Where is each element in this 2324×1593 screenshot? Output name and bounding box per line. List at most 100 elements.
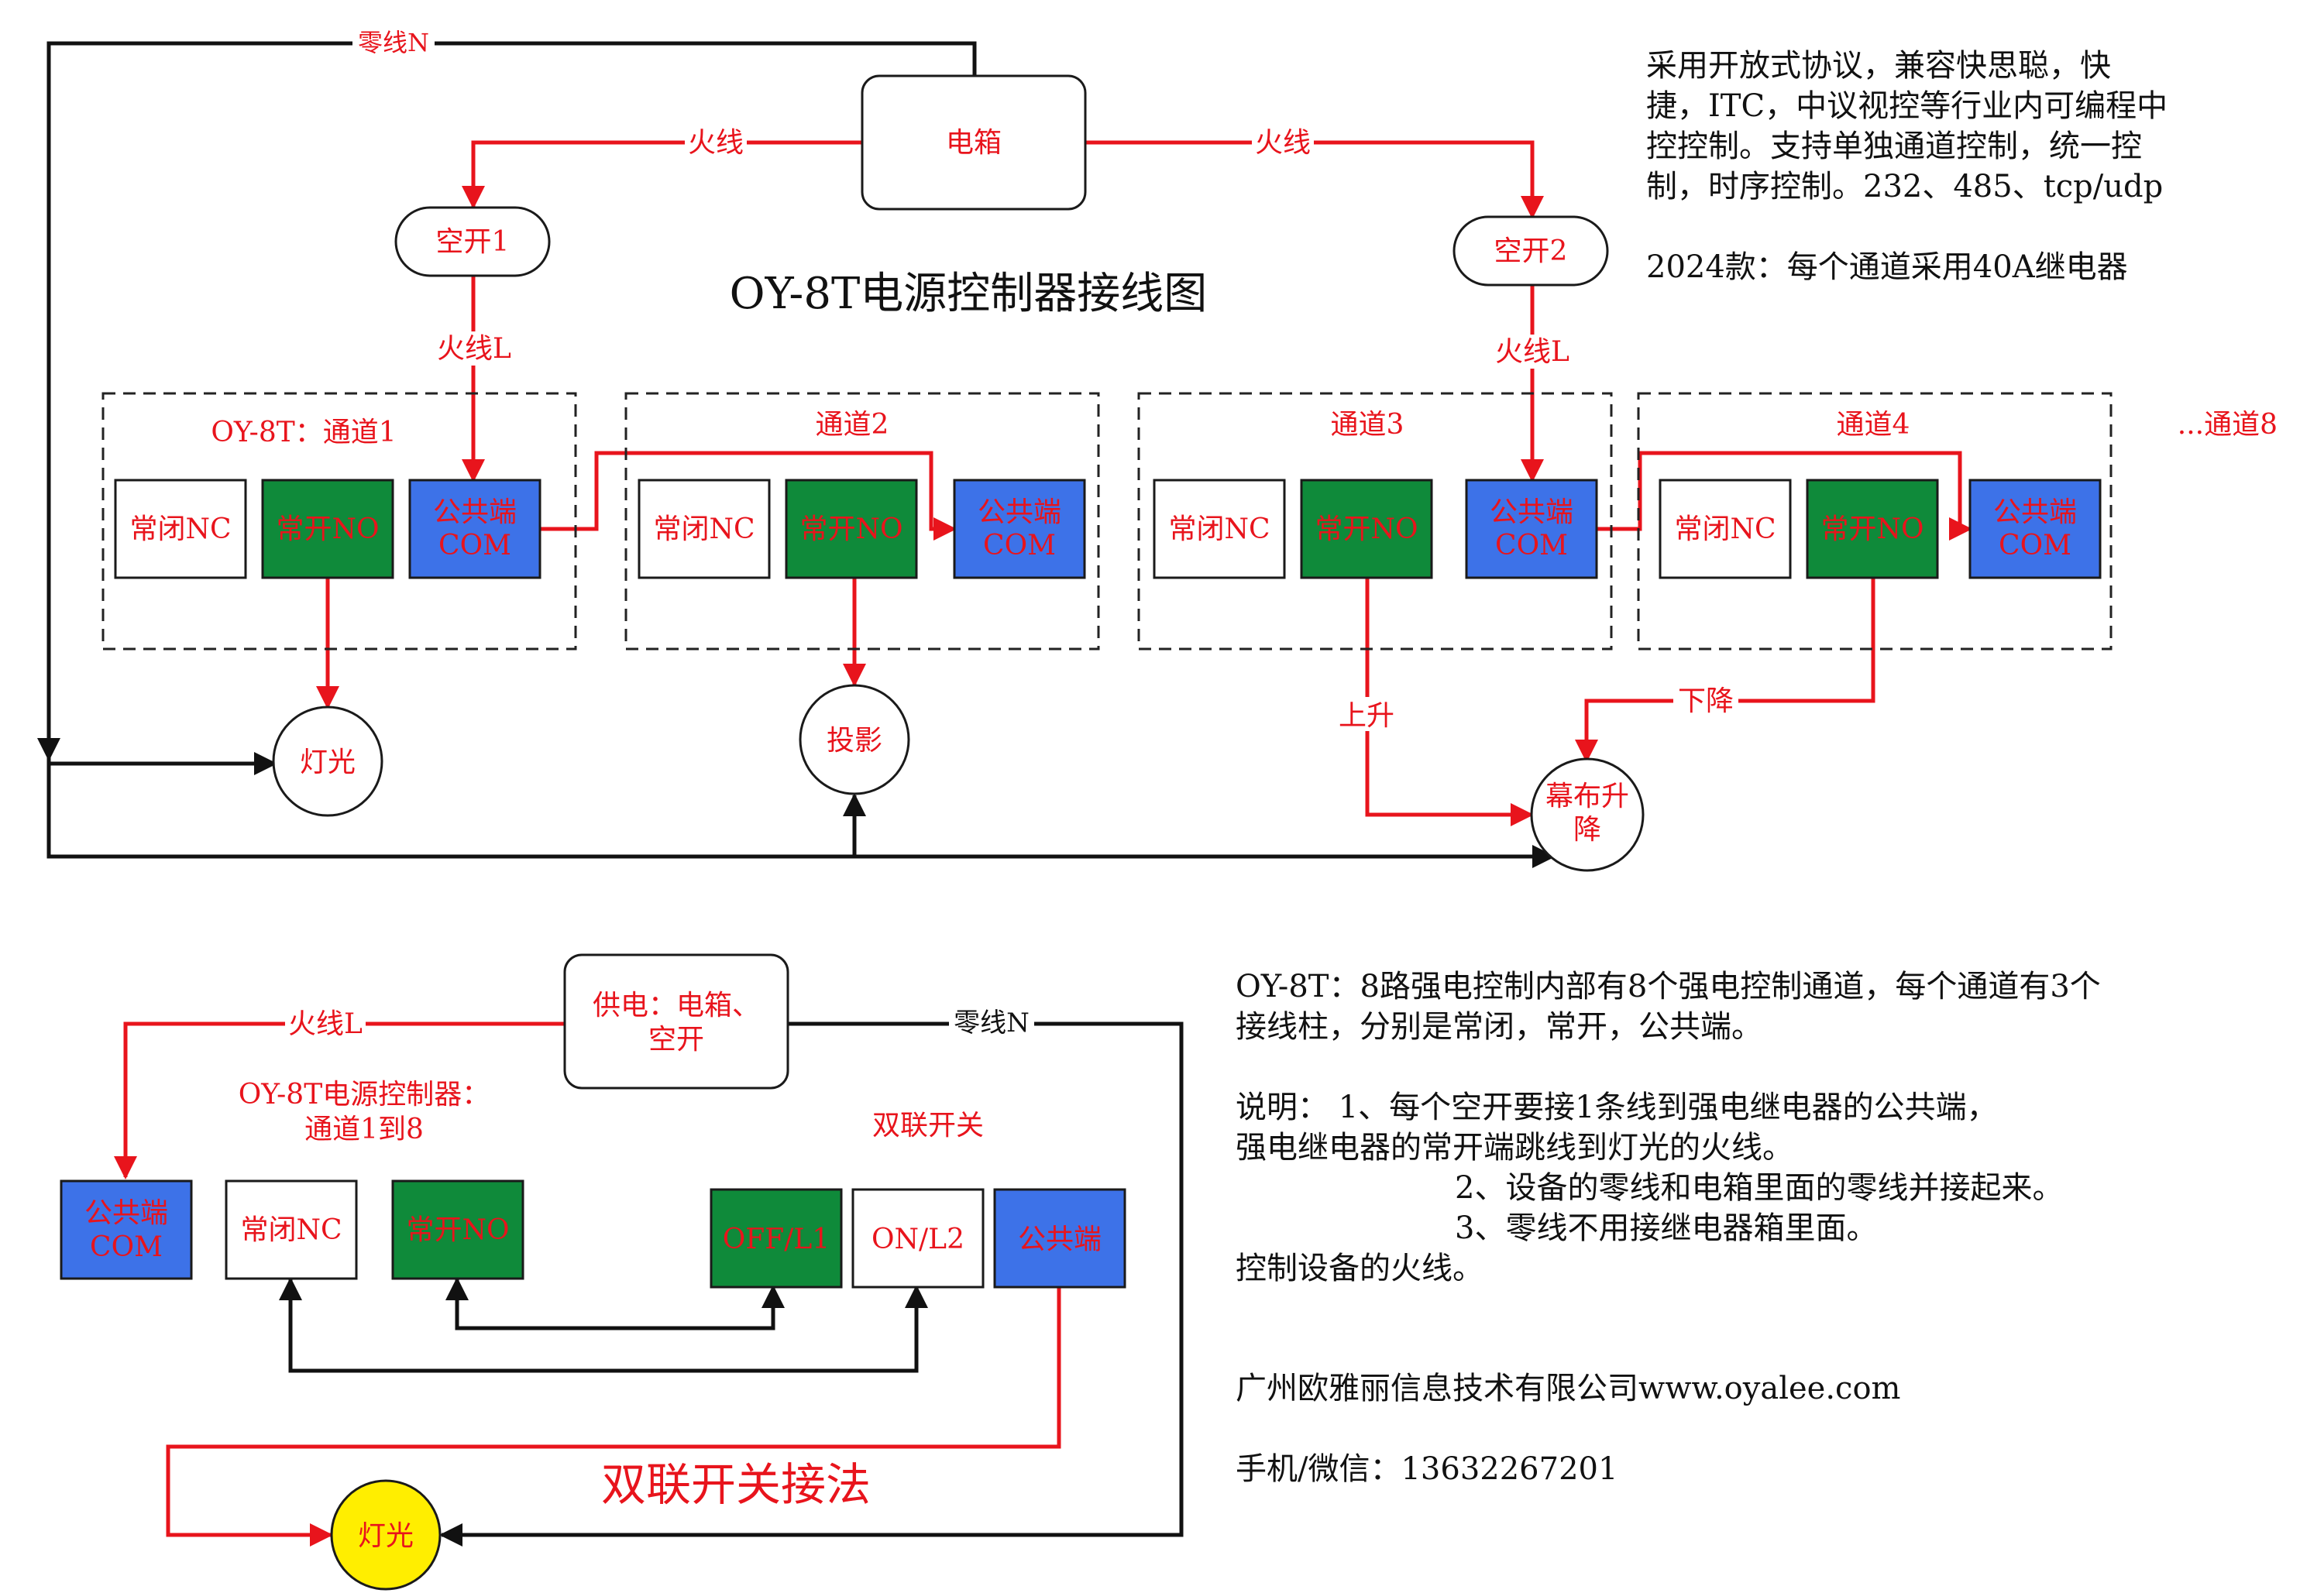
breaker-1: 空开1 xyxy=(394,206,551,277)
projector-load: 投影 xyxy=(799,684,910,795)
breaker-2: 空开2 xyxy=(1452,215,1609,287)
switch-com: 公共端 xyxy=(993,1188,1126,1289)
ch4-no-terminal: 常开NO xyxy=(1806,479,1939,579)
svg-text:常闭NC: 常闭NC xyxy=(1674,513,1776,545)
svg-text:常闭NC: 常闭NC xyxy=(240,1214,342,1246)
svg-text:空开: 空开 xyxy=(648,1024,704,1056)
ch3-no-terminal: 常开NO xyxy=(1300,479,1433,579)
lower-com-terminal: 公共端 COM xyxy=(60,1179,193,1280)
svg-text:采用开放式协议，兼容快思聪，快: 采用开放式协议，兼容快思聪，快 xyxy=(1646,48,2111,84)
lower-no-terminal: 常开NO xyxy=(391,1179,524,1280)
controller-label-1: OY-8T电源控制器： xyxy=(239,1079,490,1111)
svg-text:2、设备的零线和电箱里面的零线并接起来。: 2、设备的零线和电箱里面的零线并接起来。 xyxy=(1455,1170,2063,1206)
lower-nc-terminal: 常闭NC xyxy=(225,1179,358,1280)
svg-text:常闭NC: 常闭NC xyxy=(1168,513,1270,545)
lower-lamp: 灯光 xyxy=(330,1479,442,1591)
method-title: 双联开关接法 xyxy=(601,1458,871,1511)
svg-text:常开NO: 常开NO xyxy=(1820,513,1923,545)
channel-3-label: 通道3 xyxy=(1331,409,1404,441)
switch-on-l2: ON/L2 xyxy=(851,1188,985,1289)
svg-text:COM: COM xyxy=(983,530,1056,561)
neutral-n-label: 零线N xyxy=(358,28,429,57)
nc-to-on-l2 xyxy=(279,1277,928,1373)
ch3-com-terminal: 公共端 COM xyxy=(1465,479,1598,579)
switch-off-l1: OFF/L1 xyxy=(710,1188,843,1289)
no4-down-to-screen xyxy=(1575,578,1875,763)
ch2-no-terminal: 常开NO xyxy=(785,479,918,579)
jumper-com3-com4 xyxy=(1597,451,1972,541)
no-to-off-l1 xyxy=(445,1277,785,1330)
svg-text:制，时序控制。232、485、tcp/udp: 制，时序控制。232、485、tcp/udp xyxy=(1646,169,2163,204)
no3-up-to-screen xyxy=(1365,578,1534,826)
svg-text:公共端: 公共端 xyxy=(978,496,1061,528)
live-left-label: 火线 xyxy=(688,127,744,159)
live-to-breaker1 xyxy=(462,140,862,209)
controller-label-2: 通道1到8 xyxy=(304,1114,424,1145)
switch-com-to-lamp xyxy=(166,1287,1061,1547)
svg-text:供电：电箱、: 供电：电箱、 xyxy=(593,990,760,1021)
electrical-panel: 电箱 xyxy=(861,74,1087,211)
neutral-bottom-bus xyxy=(46,759,1556,868)
live-right-label: 火线 xyxy=(1255,127,1311,159)
double-switch-label: 双联开关 xyxy=(872,1110,984,1142)
svg-text:控控制。支持单独通道控制，统一控: 控控制。支持单独通道控制，统一控 xyxy=(1646,129,2142,164)
intro-text: 采用开放式协议，兼容快思聪，快 捷，ITC，中议视控等行业内可编程中 控控制。支… xyxy=(1646,48,2168,285)
ch4-com-terminal: 公共端 COM xyxy=(1968,479,2102,579)
ch4-nc-terminal: 常闭NC xyxy=(1659,479,1792,579)
svg-text:捷，ITC，中议视控等行业内可编程中: 捷，ITC，中议视控等行业内可编程中 xyxy=(1646,88,2168,124)
screen-lift-load: 幕布升 降 xyxy=(1530,757,1645,872)
svg-text:公共端: 公共端 xyxy=(1993,496,2077,528)
live-l2-label: 火线L xyxy=(1495,336,1569,368)
svg-text:ON/L2: ON/L2 xyxy=(871,1224,964,1255)
live-l1-label: 火线L xyxy=(437,333,511,365)
ch3-nc-terminal: 常闭NC xyxy=(1153,479,1286,579)
ch1-com-terminal: 公共端 COM xyxy=(408,479,541,579)
svg-text:常闭NC: 常闭NC xyxy=(653,513,755,545)
phone-line: 手机/微信：13632267201 xyxy=(1236,1451,1618,1487)
svg-text:公共端: 公共端 xyxy=(433,496,517,528)
lower-neutral-label: 零线N xyxy=(954,1008,1030,1039)
svg-text:投影: 投影 xyxy=(827,725,882,757)
lower-live-label: 火线L xyxy=(288,1008,363,1040)
live-to-breaker2 xyxy=(1085,140,1544,219)
channel-1-label: OY-8T：通道1 xyxy=(211,417,396,448)
svg-text:COM: COM xyxy=(1999,530,2071,561)
notes-text: OY-8T：8路强电控制内部有8个强电控制通道，每个通道有3个 接线柱，分别是常… xyxy=(1236,969,2101,1487)
svg-text:COM: COM xyxy=(90,1231,163,1263)
neutral-wire-top xyxy=(37,41,977,761)
down-label: 下降 xyxy=(1678,685,1734,717)
svg-text:公共端: 公共端 xyxy=(1018,1224,1102,1255)
jumper-com1-com2 xyxy=(540,451,957,541)
svg-text:常开NO: 常开NO xyxy=(406,1214,509,1246)
ch2-nc-terminal: 常闭NC xyxy=(638,479,771,579)
ch1-nc-terminal: 常闭NC xyxy=(114,479,247,579)
svg-text:说明： 1、每个空开要接1条线到强电继电器的公: 说明： 1、每个空开要接1条线到强电继电器的公共端， xyxy=(1236,1090,1998,1125)
ch2-com-terminal: 公共端 COM xyxy=(953,479,1086,579)
svg-text:常开NO: 常开NO xyxy=(276,513,379,545)
company-line: 广州欧雅丽信息技术有限公司www.oyalee.com xyxy=(1236,1371,1900,1406)
intro-2024: 2024款：每个通道采用40A继电器 xyxy=(1646,249,2128,285)
svg-text:OFF/L1: OFF/L1 xyxy=(723,1224,830,1255)
svg-text:常开NO: 常开NO xyxy=(1315,513,1418,545)
svg-text:灯光: 灯光 xyxy=(358,1520,414,1552)
svg-text:3、零线不用接继电器箱里面。: 3、零线不用接继电器箱里面。 xyxy=(1455,1210,1877,1246)
svg-text:控制设备的火线。: 控制设备的火线。 xyxy=(1236,1251,1483,1286)
lower-live-to-com xyxy=(114,1021,565,1179)
svg-text:公共端: 公共端 xyxy=(1490,496,1573,528)
svg-text:公共端: 公共端 xyxy=(84,1197,168,1229)
channel-8-label: ...通道8 xyxy=(2178,409,2278,441)
svg-text:灯光: 灯光 xyxy=(300,747,356,778)
svg-text:COM: COM xyxy=(1495,530,1568,561)
breaker-1-label: 空开1 xyxy=(436,226,510,258)
ch1-no-terminal: 常开NO xyxy=(261,479,394,579)
channel-4-label: 通道4 xyxy=(1837,409,1910,441)
light-load: 灯光 xyxy=(272,706,383,817)
svg-text:强电继电器的常开端跳线到灯光的火线。: 强电继电器的常开端跳线到灯光的火线。 xyxy=(1236,1130,1793,1166)
svg-text:常开NO: 常开NO xyxy=(799,513,902,545)
svg-text:常闭NC: 常闭NC xyxy=(129,513,231,545)
up-label: 上升 xyxy=(1339,700,1394,732)
channel-2-label: 通道2 xyxy=(816,409,889,441)
supply-box: 供电：电箱、 空开 xyxy=(563,953,789,1090)
svg-text:幕布升: 幕布升 xyxy=(1545,781,1629,812)
